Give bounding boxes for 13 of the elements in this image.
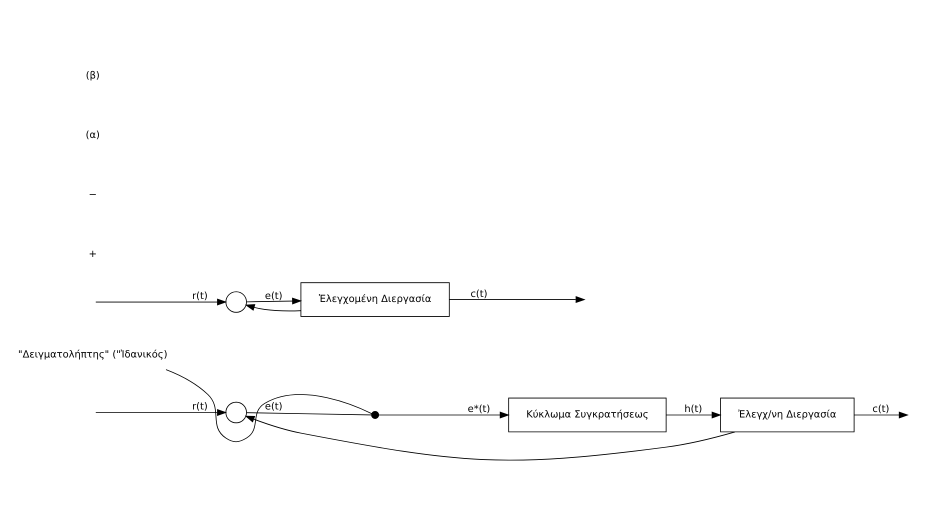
edge-label: e(t) <box>264 401 283 412</box>
label: (β) <box>86 70 100 82</box>
label: + <box>88 248 97 260</box>
edge-label: h(t) <box>684 404 702 415</box>
edge-label: c(t) <box>470 288 488 300</box>
edge-label: r(t) <box>192 401 208 412</box>
edge-label: e(t) <box>264 290 283 302</box>
edge-label: r(t) <box>192 290 208 302</box>
node-text: "Δειγματολήπτης" ("Ἰδανικός) <box>18 348 168 360</box>
edge-label: e*(t) <box>468 404 490 415</box>
label: − <box>88 188 97 200</box>
label: (α) <box>86 130 100 141</box>
edge-label: c(t) <box>872 404 890 415</box>
